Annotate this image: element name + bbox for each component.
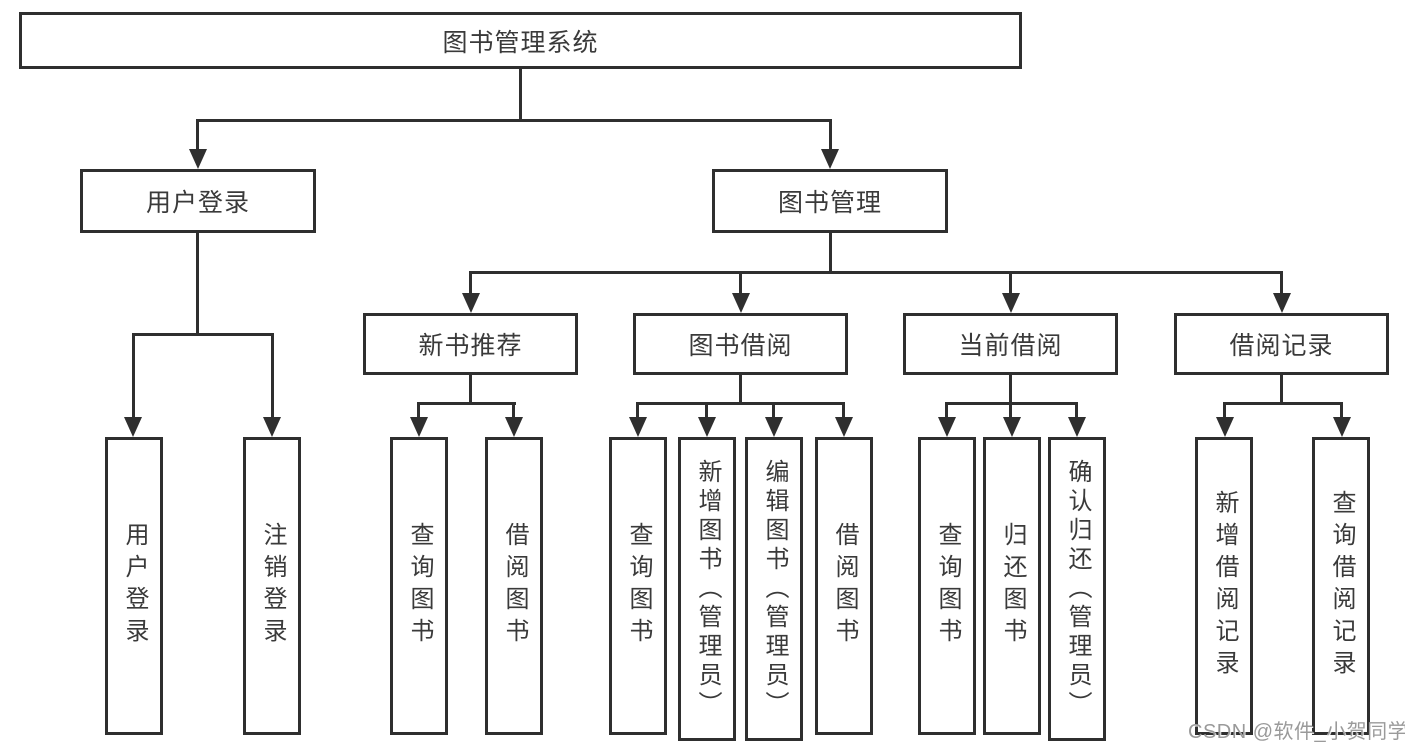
connector-line bbox=[636, 402, 639, 420]
arrowhead-down-icon bbox=[765, 417, 783, 437]
node-borrowing-records-label: 借阅记录 bbox=[1229, 332, 1334, 360]
leaf-edit-books-admin-label: 编辑图书（管理员） bbox=[761, 458, 788, 720]
arrowhead-down-icon bbox=[505, 417, 523, 437]
leaf-add-books-admin: 新增图书（管理员） bbox=[678, 437, 736, 741]
node-root-label: 图书管理系统 bbox=[442, 28, 599, 57]
leaf-borrow-books-recommend-label: 借阅图书 bbox=[501, 522, 528, 650]
connector-line bbox=[519, 68, 522, 121]
leaf-return-books: 归还图书 bbox=[983, 437, 1041, 735]
leaf-logout-label: 注销登录 bbox=[259, 522, 286, 650]
arrowhead-down-icon bbox=[629, 417, 647, 437]
connector-line bbox=[829, 119, 832, 151]
arrowhead-down-icon bbox=[410, 417, 428, 437]
connector-line bbox=[1009, 375, 1012, 404]
leaf-add-borrow-record-label: 新增借阅记录 bbox=[1211, 490, 1238, 682]
node-borrowing-records: 借阅记录 bbox=[1174, 313, 1389, 375]
leaf-borrow-books-recommend: 借阅图书 bbox=[485, 437, 543, 735]
leaf-query-books-recommend-label: 查询图书 bbox=[406, 522, 433, 650]
connector-line bbox=[417, 402, 420, 420]
arrowhead-down-icon bbox=[1003, 417, 1021, 437]
arrowhead-down-icon bbox=[263, 417, 281, 437]
leaf-logout: 注销登录 bbox=[243, 437, 301, 735]
connector-line bbox=[1223, 402, 1226, 420]
node-current-borrowing: 当前借阅 bbox=[903, 313, 1118, 375]
connector-line bbox=[842, 402, 845, 420]
leaf-query-borrow-record-label: 查询借阅记录 bbox=[1328, 490, 1355, 682]
arrowhead-down-icon bbox=[821, 149, 839, 169]
node-current-borrowing-label: 当前借阅 bbox=[958, 332, 1063, 360]
node-root: 图书管理系统 bbox=[19, 12, 1022, 69]
arrowhead-down-icon bbox=[732, 293, 750, 313]
connector-line bbox=[469, 271, 1283, 274]
connector-line bbox=[196, 119, 199, 151]
arrowhead-down-icon bbox=[189, 149, 207, 169]
connector-line bbox=[132, 333, 274, 336]
connector-line bbox=[417, 402, 516, 405]
connector-line bbox=[772, 402, 775, 420]
node-user-login-label: 用户登录 bbox=[145, 189, 250, 217]
connector-line bbox=[1223, 402, 1343, 405]
leaf-query-books-borrowing: 查询图书 bbox=[609, 437, 667, 735]
connector-line bbox=[1340, 402, 1343, 420]
leaf-user-login: 用户登录 bbox=[105, 437, 163, 735]
connector-line bbox=[469, 271, 472, 295]
connector-line bbox=[1075, 402, 1078, 420]
leaf-query-books-recommend: 查询图书 bbox=[390, 437, 448, 735]
node-book-borrowing-label: 图书借阅 bbox=[688, 332, 793, 360]
connector-line bbox=[1009, 271, 1012, 295]
arrowhead-down-icon bbox=[938, 417, 956, 437]
connector-line bbox=[739, 375, 742, 404]
leaf-borrow-books-borrowing: 借阅图书 bbox=[815, 437, 873, 735]
leaf-user-login-label: 用户登录 bbox=[121, 522, 148, 650]
leaf-query-borrow-record: 查询借阅记录 bbox=[1312, 437, 1370, 735]
arrowhead-down-icon bbox=[835, 417, 853, 437]
arrowhead-down-icon bbox=[1068, 417, 1086, 437]
node-book-management-label: 图书管理 bbox=[777, 189, 882, 217]
connector-line bbox=[469, 375, 472, 404]
node-new-book-recommendation: 新书推荐 bbox=[363, 313, 578, 375]
node-book-management: 图书管理 bbox=[712, 169, 948, 233]
node-book-borrowing: 图书借阅 bbox=[633, 313, 848, 375]
node-user-login: 用户登录 bbox=[80, 169, 316, 233]
connector-line bbox=[829, 233, 832, 273]
connector-line bbox=[705, 402, 708, 420]
connector-line bbox=[196, 119, 832, 122]
connector-line bbox=[1009, 402, 1012, 420]
leaf-borrow-books-borrowing-label: 借阅图书 bbox=[831, 522, 858, 650]
leaf-confirm-return-admin-label: 确认归还（管理员） bbox=[1064, 458, 1091, 720]
csdn-watermark: CSDN @软件_小贺同学 bbox=[1188, 721, 1405, 743]
arrowhead-down-icon bbox=[1273, 293, 1291, 313]
connector-line bbox=[512, 402, 515, 420]
arrowhead-down-icon bbox=[462, 293, 480, 313]
connector-line bbox=[739, 271, 742, 295]
leaf-return-books-label: 归还图书 bbox=[999, 522, 1026, 650]
arrowhead-down-icon bbox=[1216, 417, 1234, 437]
leaf-add-books-admin-label: 新增图书（管理员） bbox=[694, 458, 721, 720]
connector-line bbox=[132, 333, 135, 419]
arrowhead-down-icon bbox=[1333, 417, 1351, 437]
arrowhead-down-icon bbox=[124, 417, 142, 437]
connector-line bbox=[271, 333, 274, 419]
leaf-add-borrow-record: 新增借阅记录 bbox=[1195, 437, 1253, 735]
arrowhead-down-icon bbox=[698, 417, 716, 437]
leaf-confirm-return-admin: 确认归还（管理员） bbox=[1048, 437, 1106, 741]
leaf-edit-books-admin: 编辑图书（管理员） bbox=[745, 437, 803, 741]
connector-line bbox=[1280, 271, 1283, 295]
leaf-query-books-current-label: 查询图书 bbox=[934, 522, 961, 650]
arrowhead-down-icon bbox=[1002, 293, 1020, 313]
connector-line bbox=[196, 233, 199, 335]
node-new-book-recommendation-label: 新书推荐 bbox=[418, 332, 523, 360]
connector-line bbox=[636, 402, 845, 405]
leaf-query-books-current: 查询图书 bbox=[918, 437, 976, 735]
connector-line bbox=[945, 402, 948, 420]
connector-line bbox=[1280, 375, 1283, 404]
leaf-query-books-borrowing-label: 查询图书 bbox=[625, 522, 652, 650]
